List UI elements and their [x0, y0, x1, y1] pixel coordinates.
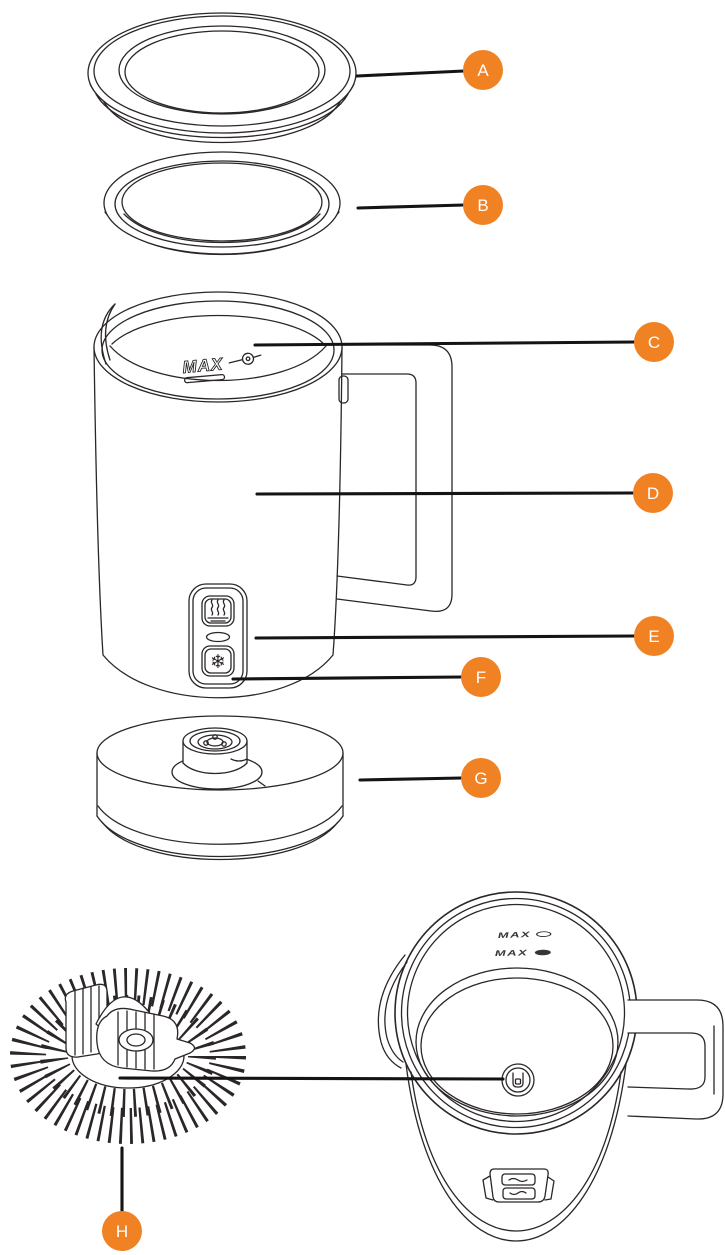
top-view-handle [627, 999, 724, 1120]
label-letter-d: D [646, 483, 660, 503]
base-illustration [96, 715, 344, 861]
leader-line-a [355, 69, 466, 78]
snowflake-icon: ❄ [210, 651, 226, 673]
max-fill-marking: MAX [181, 352, 262, 384]
leader-line-e [254, 634, 637, 640]
indicator-light [205, 631, 231, 643]
label-letter-b: B [477, 195, 489, 215]
jug-illustration: MAX [93, 291, 453, 699]
svg-text:MAX: MAX [497, 930, 531, 940]
label-badge-e: E [634, 616, 674, 656]
label-letter-h: H [115, 1221, 129, 1241]
leader-lines [118, 69, 637, 1214]
label-letter-e: E [648, 626, 660, 646]
top-view-spout [377, 954, 406, 1069]
leader-line-b [356, 203, 466, 210]
lid-illustration [87, 12, 357, 144]
leader-line-f [231, 675, 464, 681]
leader-line-h-horizontal [118, 1076, 505, 1081]
whisk-illustration [10, 968, 246, 1144]
label-badge-f: F [461, 657, 501, 697]
top-view-max-cold: MAX [495, 949, 551, 959]
seal-ring-illustration [103, 151, 341, 256]
hot-button [201, 595, 235, 627]
base-connector [182, 727, 248, 775]
jug-handle [336, 344, 453, 613]
label-badge-a: A [463, 50, 503, 90]
leader-line-d [255, 491, 636, 496]
top-view-illustration: MAX MAX [377, 891, 724, 1242]
whisk-hub [64, 983, 196, 1072]
jug-spout [100, 303, 116, 365]
control-panel: ❄ [188, 583, 248, 689]
label-letter-c: C [647, 332, 661, 352]
heat-icon [207, 599, 229, 622]
top-view-control-panel [482, 1168, 555, 1203]
label-badge-b: B [463, 185, 503, 225]
label-badge-d: D [633, 473, 673, 513]
label-letter-a: A [477, 60, 489, 80]
label-badge-g: G [461, 758, 501, 798]
whisk-mount-pin [501, 1063, 535, 1097]
cold-button: ❄ [201, 645, 235, 677]
top-view-max-hot: MAX [497, 930, 552, 940]
leader-line-g [358, 776, 464, 782]
label-letter-f: F [475, 667, 487, 687]
label-badge-h: H [102, 1211, 142, 1251]
leader-line-c [253, 340, 637, 347]
label-letter-g: G [474, 768, 488, 788]
label-badge-c: C [634, 322, 674, 362]
whisk-level-icon [228, 352, 262, 365]
svg-text:MAX: MAX [182, 354, 225, 377]
svg-text:MAX: MAX [495, 949, 529, 959]
base-connector-marking [230, 758, 248, 762]
